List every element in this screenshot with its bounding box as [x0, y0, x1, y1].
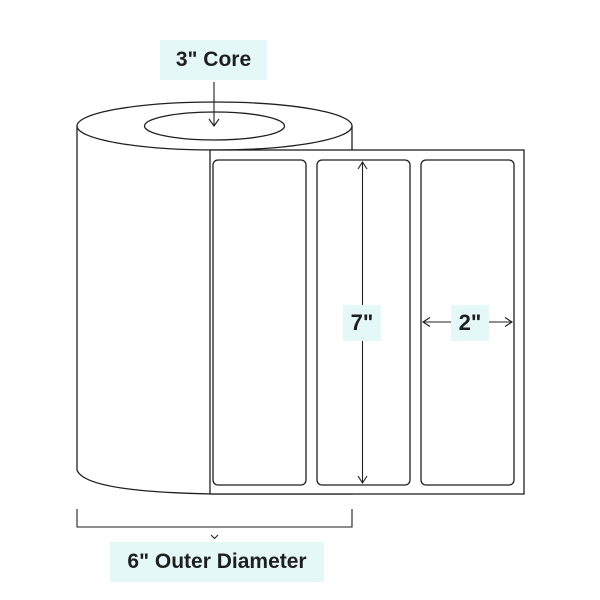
label-height-label: 7": [343, 305, 381, 341]
down-arrow-icon: [208, 82, 220, 127]
label-width-label: 2": [451, 305, 489, 341]
chevron-down-icon: [210, 534, 219, 540]
double-arrow-icon: [421, 317, 514, 327]
double-arrow-icon: [357, 160, 368, 485]
core-size-label: 3" Core: [160, 40, 267, 80]
label-1: [212, 159, 307, 486]
diameter-bracket: [76, 509, 353, 528]
outer-diameter-label: 6" Outer Diameter: [110, 542, 324, 582]
